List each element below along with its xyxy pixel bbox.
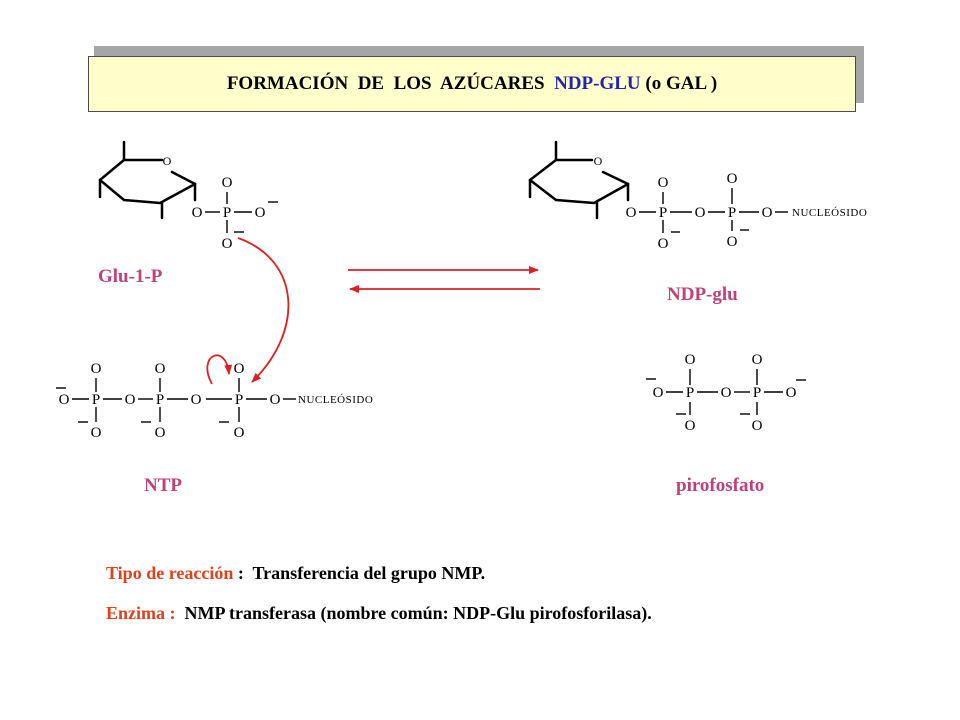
ndpglu-p-1: P <box>659 205 667 221</box>
reaction-type-value: Transferencia del grupo NMP. <box>252 563 486 583</box>
ndpglu-p-2: P <box>728 205 736 221</box>
ndpglu-o-bottom-1: O <box>658 236 669 252</box>
ntp-o-left: O <box>59 392 70 408</box>
reaction-type-separator: : <box>233 563 253 583</box>
ppi-o-bottom-1: O <box>685 418 696 434</box>
enzyme-line: Enzima : NMP transferasa (nombre común: … <box>106 603 652 624</box>
ntp-label: NTP <box>144 475 182 496</box>
ndpglu-o-top-2: O <box>727 171 738 187</box>
ntp-p-1: P <box>92 392 100 408</box>
ppi-o-left: O <box>653 385 664 401</box>
glu1p-o-bottom: O <box>222 236 233 252</box>
ntp-o-top-2: O <box>155 361 166 377</box>
ppi-o-top-2: O <box>752 352 763 368</box>
enzyme-label: Enzima : <box>106 603 176 623</box>
glu1p-o-bridge: O <box>192 205 203 221</box>
glu1p-label: Glu-1-P <box>98 266 163 287</box>
title-prefix: FORMACIÓN DE LOS AZÚCARES <box>226 73 555 94</box>
ntp-nucleoside: NUCLEÓSIDO <box>298 394 373 406</box>
title-suffix: (o GAL ) <box>640 73 718 94</box>
ndpglu-o-bottom-2: O <box>727 234 738 250</box>
ntp-o-1: O <box>125 392 136 408</box>
ntp-o-bottom-2: O <box>155 425 166 441</box>
reaction-type-label: Tipo de reacción <box>106 563 234 583</box>
ntp-o-top-1: O <box>91 361 102 377</box>
ndpglu-label: NDP-glu <box>667 284 738 305</box>
ntp-o-top-3: O <box>234 361 245 377</box>
chemical-bonds <box>56 188 806 423</box>
ppi-p-1: P <box>686 385 694 401</box>
ppi-o-top-1: O <box>685 352 696 368</box>
attack-arrow <box>237 237 290 383</box>
pyrophosphate-label: pirofosfato <box>676 475 765 496</box>
glu1p-ring <box>98 140 197 220</box>
ndpglu-ring-oxygen: O <box>594 154 603 168</box>
enzyme-value: NMP transferasa (nombre común: NDP-Glu p… <box>175 603 652 623</box>
ppi-o-bridge: O <box>721 385 732 401</box>
ntp-p-3: P <box>235 392 243 408</box>
ppi-p-2: P <box>753 385 761 401</box>
glu1p-ring-oxygen: O <box>163 154 172 168</box>
ndpglu-nucleoside: NUCLEÓSIDO <box>792 207 867 219</box>
ndpglu-o-1: O <box>626 205 637 221</box>
ntp-p-2: P <box>156 392 164 408</box>
title-highlight: NDP-GLU <box>554 73 641 94</box>
ppi-o-bottom-2: O <box>752 418 763 434</box>
ppi-o-right: O <box>786 385 797 401</box>
ntp-o-bottom-3: O <box>234 425 245 441</box>
ndpglu-ring <box>528 140 630 220</box>
title-banner: FORMACIÓN DE LOS AZÚCARES NDP-GLU (o GAL… <box>88 56 856 112</box>
ndpglu-o-3: O <box>762 205 773 221</box>
glu1p-o-right: O <box>255 205 266 221</box>
glu1p-o-top: O <box>222 175 233 191</box>
ntp-o-bottom-1: O <box>91 425 102 441</box>
ndpglu-o-top-1: O <box>658 175 669 191</box>
electron-shift-arrow <box>206 354 233 385</box>
ndpglu-o-2: O <box>695 205 706 221</box>
atom-labels: O O O P O O O O P O P O O O O O NUCLEÓSI… <box>59 154 867 441</box>
reaction-type-line: Tipo de reacción : Transferencia del gru… <box>106 563 485 584</box>
ntp-o-3: O <box>270 392 281 408</box>
reaction-arrows <box>206 237 540 385</box>
glu1p-p: P <box>223 205 231 221</box>
ntp-o-2: O <box>191 392 202 408</box>
